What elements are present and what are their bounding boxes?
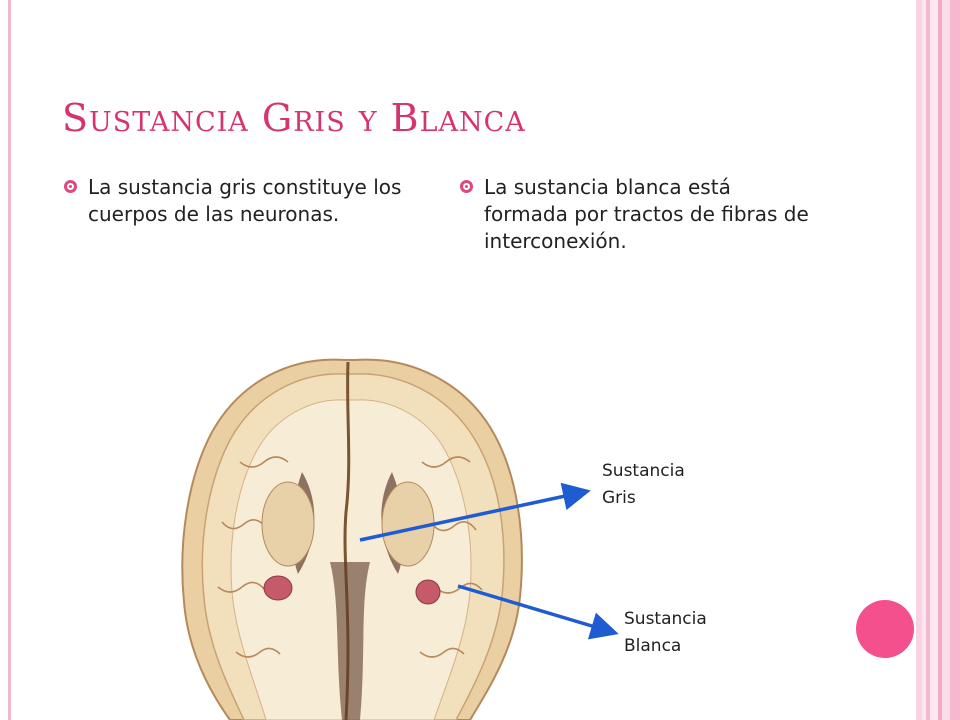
label-blanca-line2: Blanca bbox=[624, 636, 682, 656]
label-sustancia-blanca: Sustancia Blanca bbox=[624, 606, 707, 660]
ring-bullet-icon bbox=[64, 180, 77, 193]
left-frame-line bbox=[8, 0, 11, 720]
ring-bullet-icon bbox=[460, 180, 473, 193]
decorative-pink-circle bbox=[856, 600, 914, 658]
slide-title: Sustancia Gris y Blanca bbox=[62, 96, 526, 140]
label-blanca-line1: Sustancia bbox=[624, 609, 707, 629]
bullet-gray-matter: La sustancia gris constituye los cuerpos… bbox=[64, 174, 414, 228]
bullet-text-gray: La sustancia gris constituye los cuerpos… bbox=[88, 175, 402, 226]
bullet-text-white: La sustancia blanca está formada por tra… bbox=[484, 175, 809, 253]
label-sustancia-gris: Sustancia Gris bbox=[602, 458, 685, 512]
brain-cross-section-icon bbox=[181, 358, 523, 720]
label-gris-line2: Gris bbox=[602, 488, 636, 508]
right-decorative-stripes bbox=[916, 0, 960, 720]
label-gris-line1: Sustancia bbox=[602, 461, 685, 481]
bullet-white-matter: La sustancia blanca está formada por tra… bbox=[460, 174, 820, 255]
